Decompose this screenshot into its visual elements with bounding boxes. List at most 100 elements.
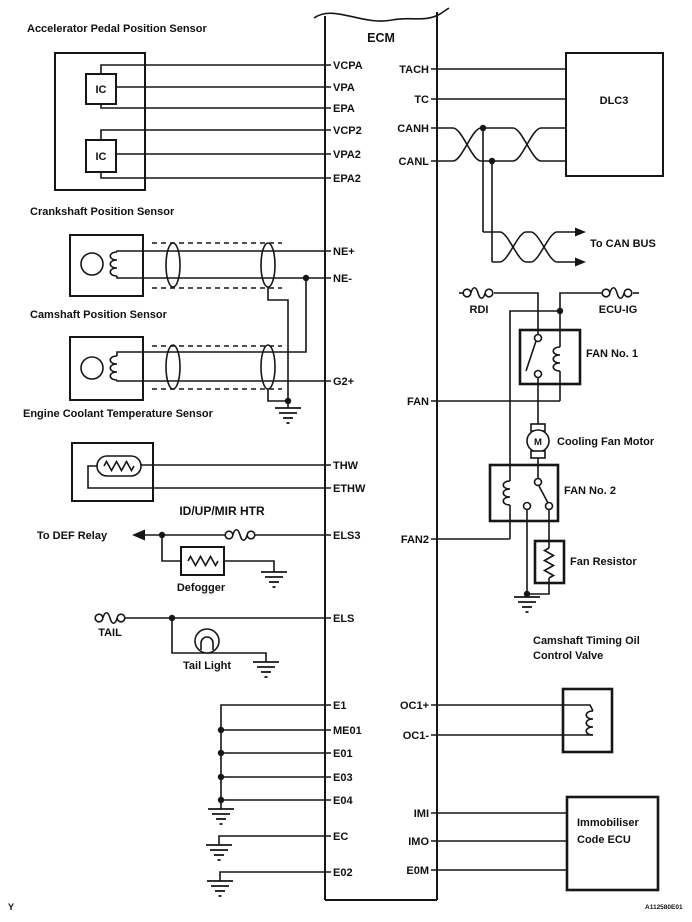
cable2-shield-drain-wire	[267, 389, 288, 402]
immobiliser-code-ecu: Immobiliser Code ECU	[431, 795, 660, 892]
dlc3-box	[565, 52, 664, 177]
els3-defogger-circuit: To DEF Relay Defogger	[37, 528, 331, 594]
wire-can-bus-top-twisted	[483, 231, 575, 263]
wire-ethw	[87, 465, 331, 489]
pin-label-oc1-plus: OC1+	[400, 700, 429, 712]
camshaft-sensor-box	[69, 336, 144, 401]
wire-vcp2	[100, 129, 331, 140]
pin-label-e04: E04	[333, 795, 353, 807]
pin-label-els3: ELS3	[333, 530, 361, 542]
pin-label-e0m: E0M	[406, 865, 429, 877]
crankshaft-sensor-box	[69, 234, 144, 297]
camshaft-sensor-label: Camshaft Position Sensor	[30, 309, 168, 321]
camshaft-timing-oil-control-valve: Camshaft Timing Oil Control Valve	[431, 635, 640, 754]
junction-dot	[217, 796, 225, 804]
pin-label-canl: CANL	[398, 156, 429, 168]
cable1-shield-drain-wire	[267, 287, 289, 401]
fan-relay2-box	[488, 463, 560, 523]
junction-dot	[523, 590, 531, 598]
oil-valve-box	[561, 687, 614, 754]
ecm-title: ECM	[367, 31, 395, 45]
pin-label-thw: THW	[333, 460, 359, 472]
wire-ecu-ig-to-coil2	[509, 310, 560, 481]
wire-canl-twisted	[431, 127, 566, 162]
ecm-torn-top-edge	[313, 7, 450, 22]
tail-light-bulb-icon	[194, 628, 220, 654]
pin-label-epa: EPA	[333, 103, 355, 115]
dlc3-label: DLC3	[600, 95, 629, 107]
pin-label-e03: E03	[333, 772, 353, 784]
accelerator-sensor-box	[54, 52, 146, 191]
wire-defogger-ground	[224, 560, 275, 572]
pin-label-ethw: ETHW	[333, 483, 366, 495]
wire-g2-plus	[116, 380, 331, 382]
cable2-connector-left-icon	[165, 344, 181, 390]
dlc3-can-circuit: DLC3 To CAN BUS	[431, 52, 664, 267]
crankshaft-sensor-label: Crankshaft Position Sensor	[30, 206, 175, 218]
camshaft-position-sensor: Camshaft Position Sensor	[30, 278, 331, 424]
immobiliser-box	[565, 795, 660, 892]
wire-oc1-plus	[431, 704, 594, 712]
cooling-fan-circuit: RDI ECU-IG FAN No. 1 M Cooling Fan Motor…	[431, 286, 655, 613]
ect-sensor-label: Engine Coolant Temperature Sensor	[23, 408, 214, 420]
pin-label-imi: IMI	[414, 808, 429, 820]
wire-epa2	[100, 172, 331, 179]
wire-ne-minus	[116, 276, 331, 279]
tail-label: TAIL	[98, 627, 122, 639]
wire-epa	[100, 104, 331, 109]
relay2-contact-top-icon	[533, 477, 543, 487]
rdi-label: RDI	[470, 304, 489, 316]
wire-can-bus-bottom-twisted	[492, 231, 575, 263]
pin-label-tach: TACH	[399, 64, 429, 76]
pin-label-imo: IMO	[408, 836, 429, 848]
page-marker: Y	[8, 902, 14, 912]
can-bus-arrow-bottom-icon	[575, 257, 586, 267]
relay1-switch-blade-icon	[525, 340, 537, 372]
accelerator-sensor-label: Accelerator Pedal Position Sensor	[27, 23, 207, 35]
wire-ne-plus	[116, 250, 331, 252]
pin-label-ne-plus: NE+	[333, 246, 355, 258]
pin-label-fan: FAN	[407, 396, 429, 408]
junction-dot	[217, 773, 225, 781]
defogger-label: Defogger	[177, 582, 226, 594]
can-bus-arrow-top-icon	[575, 227, 586, 237]
wire-tail-light	[171, 618, 267, 662]
pin-label-vcpa: VCPA	[333, 60, 363, 72]
oil-valve-label-line2: Control Valve	[533, 650, 603, 662]
wire-resistor-to-ground	[527, 578, 550, 595]
pin-label-tc: TC	[414, 94, 429, 106]
pin-label-ec: EC	[333, 831, 348, 843]
pin-label-canh: CANH	[397, 123, 429, 135]
wire-canh-twisted	[431, 127, 566, 162]
fan-no1-label: FAN No. 1	[586, 348, 638, 360]
pin-label-ne-minus: NE-	[333, 273, 352, 285]
ic2-label: IC	[96, 151, 107, 163]
camshaft-pickup-icon	[80, 356, 104, 380]
fan-relay1-box	[518, 328, 582, 386]
wire-defogger-feed	[161, 535, 181, 562]
accelerator-pedal-position-sensor: Accelerator Pedal Position Sensor IC IC	[27, 23, 331, 191]
engine-coolant-temperature-sensor: Engine Coolant Temperature Sensor ID/UP/…	[23, 408, 331, 518]
motor-terminal-bottom-icon	[530, 450, 546, 459]
pin-label-e01: E01	[333, 748, 353, 760]
pin-label-fan2: FAN2	[401, 534, 429, 546]
tail-light-label: Tail Light	[183, 660, 231, 672]
els-tail-circuit: TAIL Tail Light	[94, 611, 331, 678]
crankshaft-pickup-icon	[80, 252, 104, 276]
to-can-bus-label: To CAN BUS	[590, 238, 656, 250]
cable1-connector-left-icon	[165, 242, 181, 288]
def-relay-arrow-icon	[132, 529, 145, 541]
fan-no2-label: FAN No. 2	[564, 485, 616, 497]
oil-valve-label-line1: Camshaft Timing Oil	[533, 635, 640, 647]
ecm-block: ECM VCPA VPA EPA VCP2 VPA2 EPA2 NE+ NE- …	[313, 7, 450, 901]
ic1-label: IC	[96, 84, 107, 96]
motor-m-label: M	[534, 437, 542, 448]
pin-label-e02: E02	[333, 867, 353, 879]
pin-label-vpa: VPA	[333, 82, 355, 94]
relay2-switch-blade-icon	[538, 485, 549, 504]
figure-code: A112580E01	[645, 904, 683, 911]
pin-label-vcp2: VCP2	[333, 125, 362, 137]
pin-label-me01: ME01	[333, 725, 362, 737]
relay2-contact-right-icon	[544, 501, 554, 511]
